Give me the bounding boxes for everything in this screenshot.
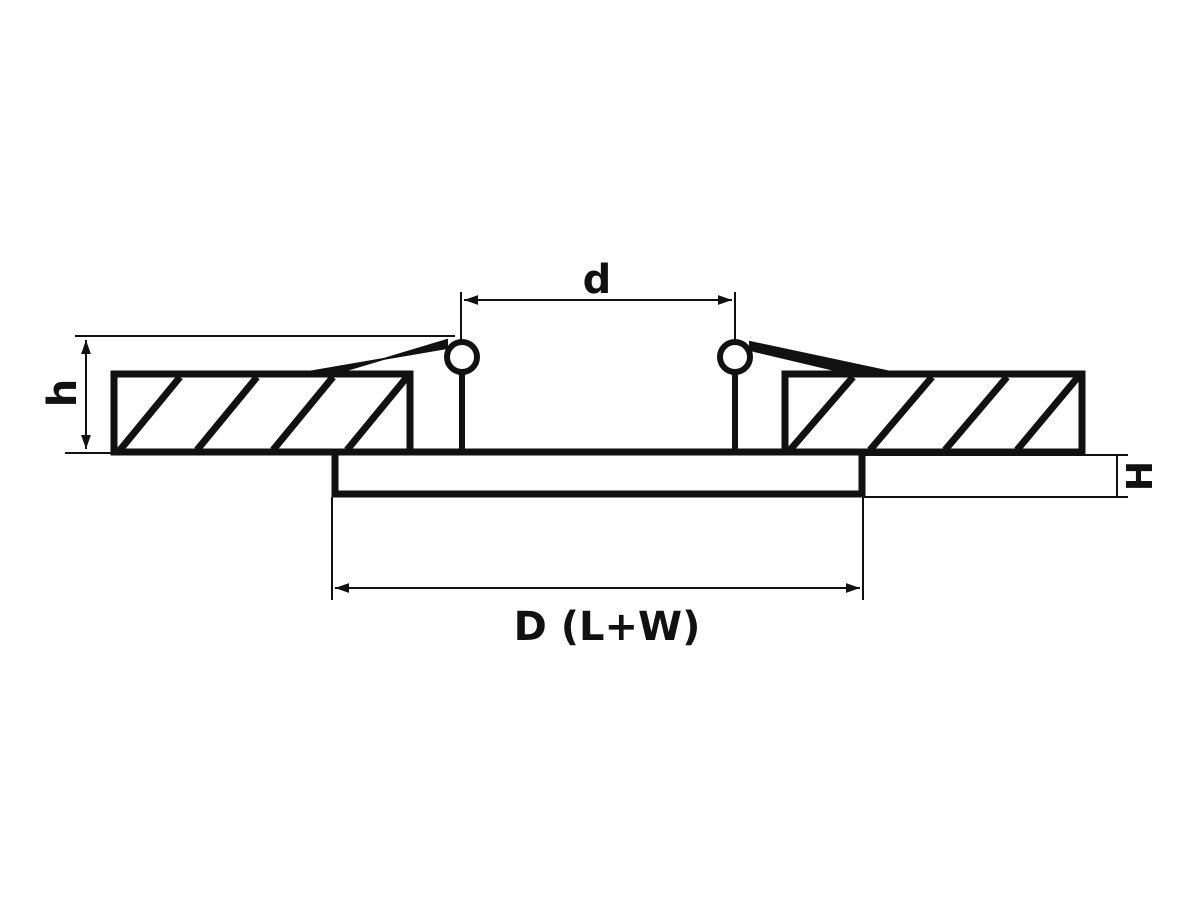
- dimension-label-h: h: [40, 379, 86, 407]
- dimension-h: [65, 335, 455, 454]
- left-ceiling-section: [110, 370, 414, 456]
- dimension-D: [331, 497, 864, 600]
- fixture-body: [331, 448, 866, 498]
- dimension-d: [460, 292, 736, 342]
- right-ceiling-section: [781, 370, 1086, 456]
- dimension-label-H: H: [1120, 461, 1161, 491]
- dimension-H: [862, 454, 1128, 498]
- dimension-label-d: d: [583, 257, 612, 303]
- dimension-label-D: D (L+W): [514, 604, 701, 650]
